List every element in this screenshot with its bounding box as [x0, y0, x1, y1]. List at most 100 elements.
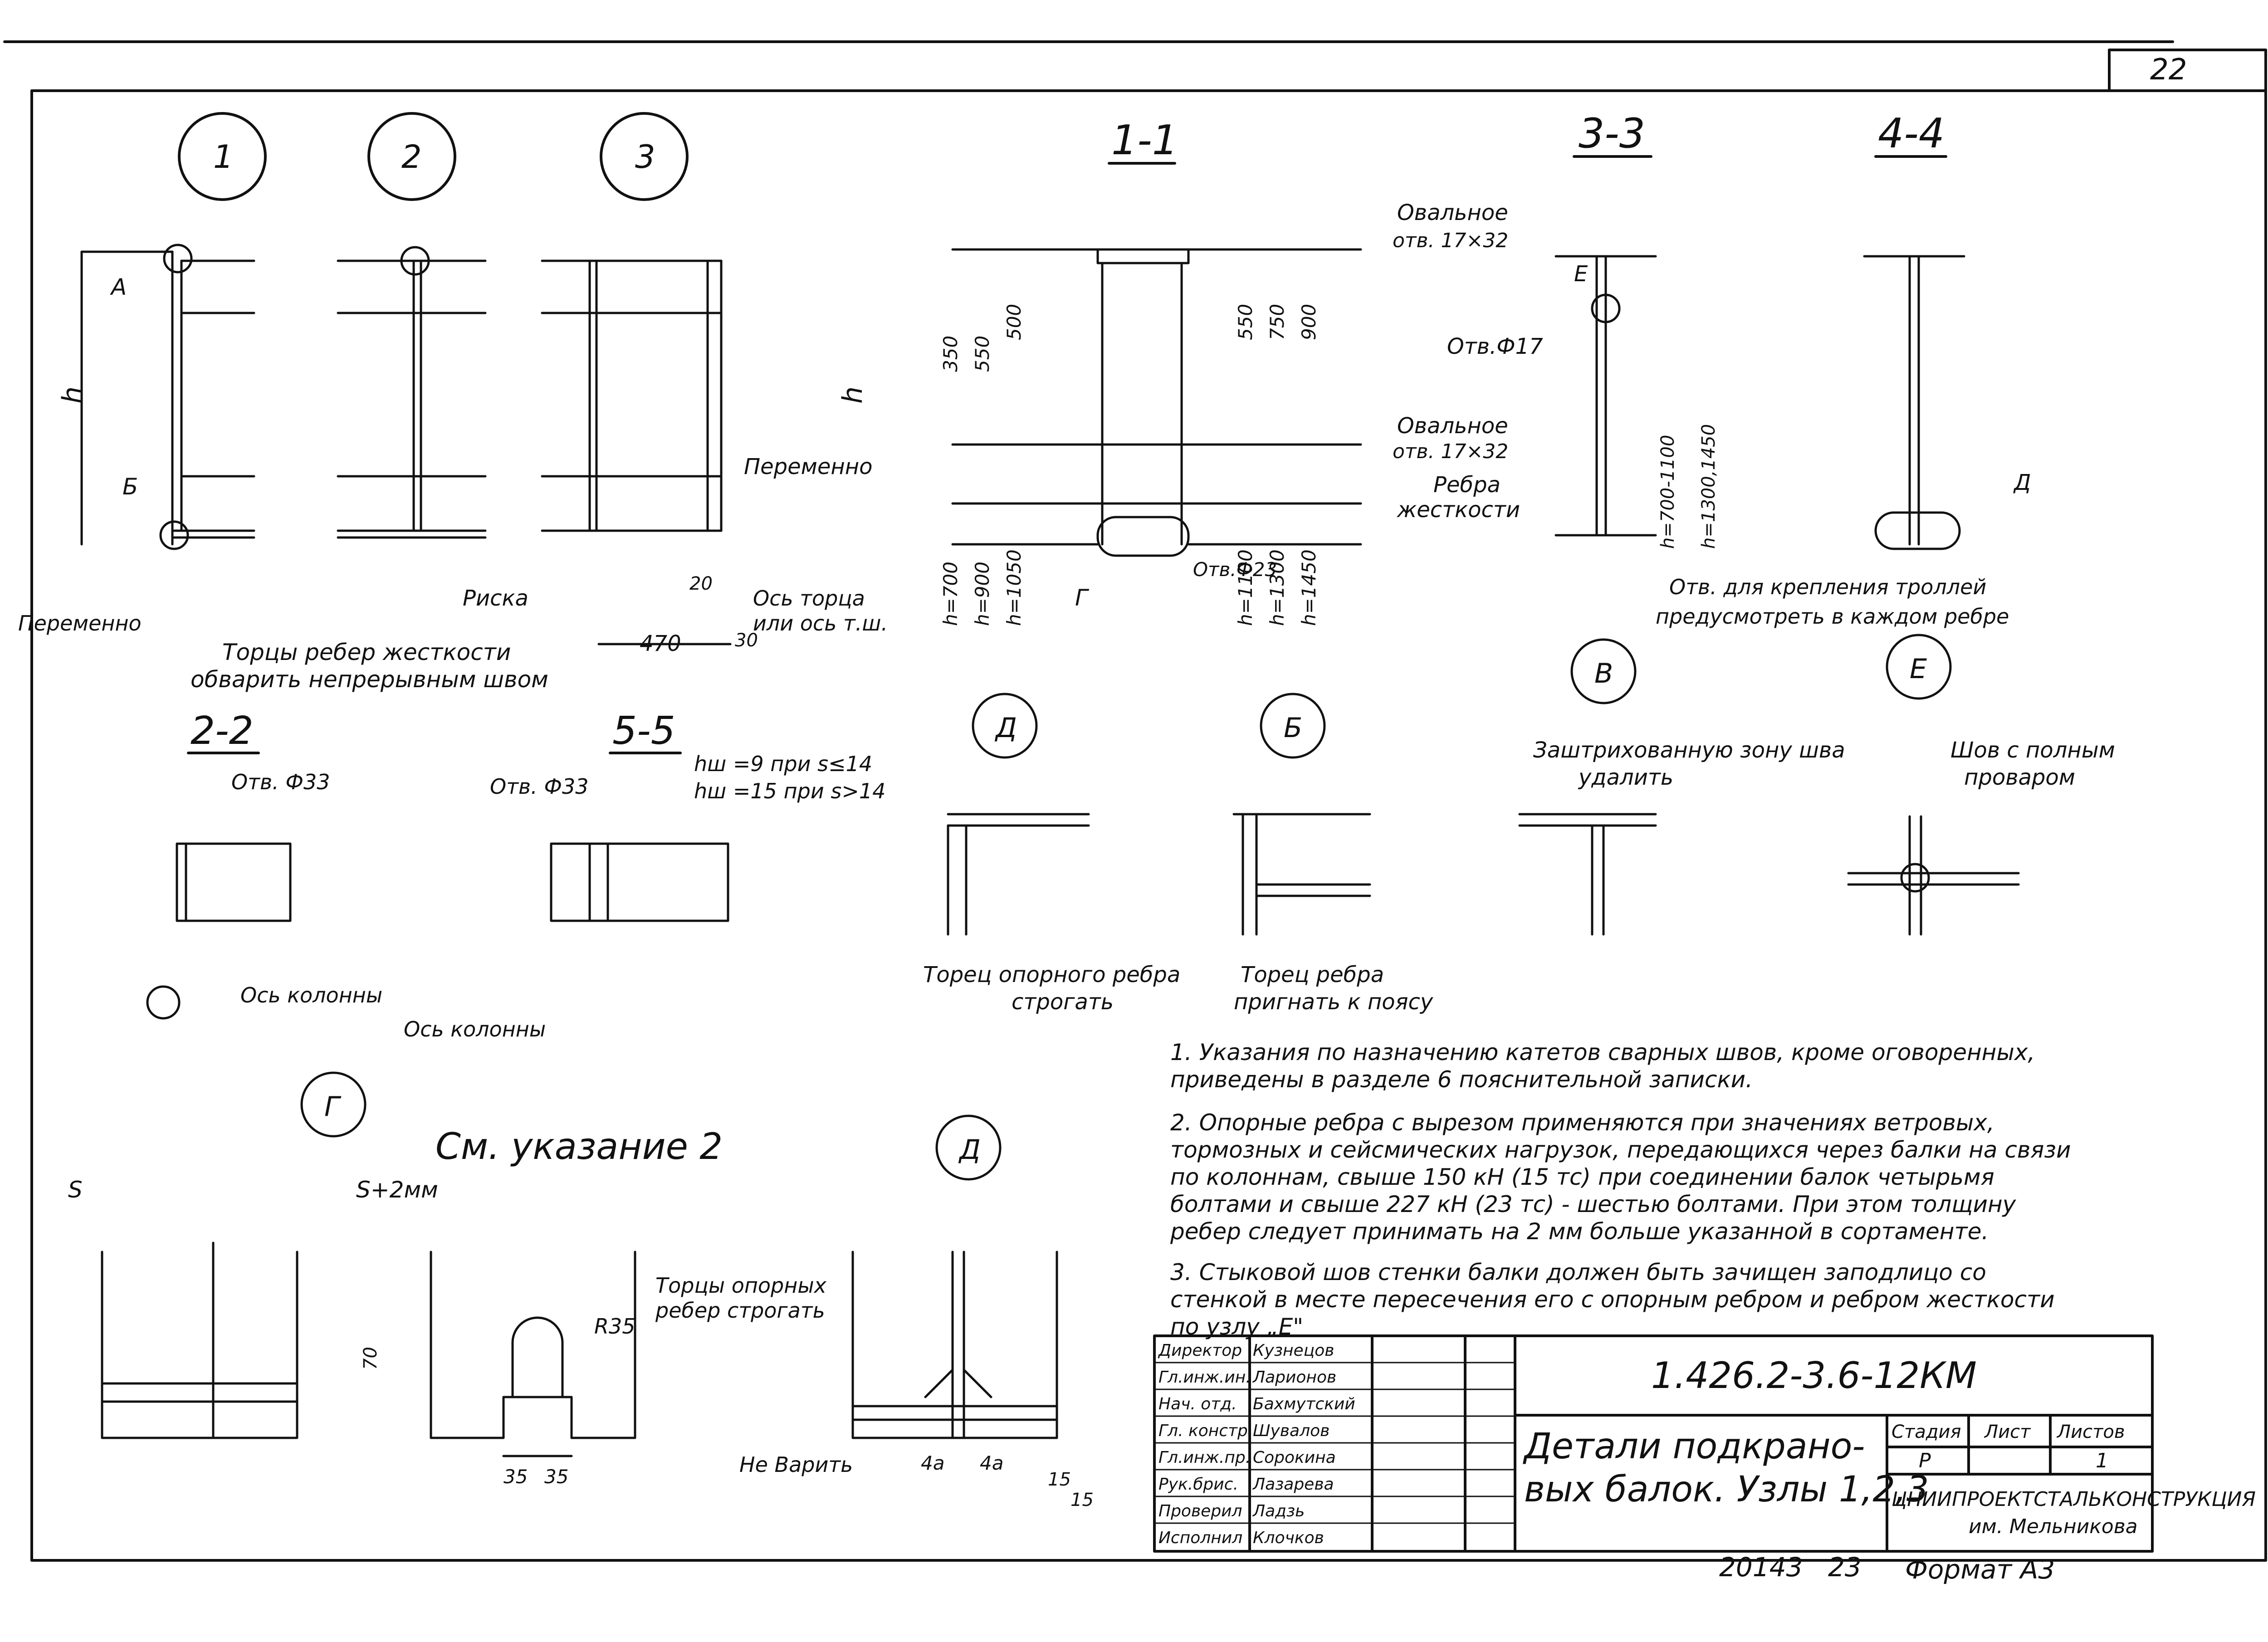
signature-name: Клочков — [1253, 1529, 1324, 1547]
node-3-drawing — [541, 259, 732, 645]
signature-name: Лазарева — [1253, 1475, 1334, 1494]
svg-text:Г: Г — [324, 1091, 342, 1123]
svg-text:3: 3 — [635, 138, 655, 176]
sheet-frame — [3, 40, 2267, 1562]
obvarit: обварить непрерывным швом — [191, 666, 548, 693]
dim-750: 750 — [1266, 304, 1288, 340]
note-1: 1. Указания по назначению катетов сварны… — [1170, 1039, 2035, 1093]
signature-name: Бахмутский — [1253, 1395, 1355, 1413]
page-number: 22 — [2150, 53, 2187, 87]
dim-550a: 550 — [971, 336, 993, 372]
signature-row: Гл.инж.ин.Ларионов — [1157, 1364, 1465, 1391]
signature-row: Нач. отд. Бахмутский — [1157, 1391, 1465, 1417]
dim-30: 30 — [735, 630, 758, 651]
predusmotret: предусмотреть в каждом ребре — [1656, 604, 2009, 629]
sheet-header: Лист — [1984, 1422, 2031, 1442]
sheets-total: 1 — [2096, 1449, 2108, 1472]
stage-value: Р — [1919, 1449, 1931, 1472]
signature-role: Нач. отд. — [1158, 1395, 1237, 1413]
svg-text:Д: Д — [958, 1134, 981, 1166]
footer-page: 23 — [1828, 1552, 1862, 1583]
dim-35a: 35 — [503, 1466, 528, 1488]
os-kolonny-22: Ось колонны — [240, 983, 382, 1007]
dim-900: 900 — [1298, 304, 1320, 340]
node-circle-2: 2 — [367, 112, 456, 201]
signature-role: Гл.инж.пр. — [1158, 1448, 1251, 1467]
svg-text:Е: Е — [1910, 653, 1927, 685]
footer-number: 20143 — [1719, 1552, 1803, 1583]
tortsy-opornykh: Торцы опорных — [655, 1273, 827, 1298]
section-1-1-title: 1-1 — [1111, 117, 1178, 164]
signature-name: Кузнецов — [1253, 1341, 1334, 1360]
dim-h1450: h=1450 — [1298, 549, 1320, 626]
node-circle-b: Б — [1260, 693, 1326, 759]
section-2-2-title: 2-2 — [191, 709, 254, 753]
node-circle-e: Е — [1886, 634, 1952, 700]
signature-name: Ларионов — [1253, 1368, 1337, 1387]
label-s2: S+2мм — [356, 1177, 438, 1203]
label-r35: R35 — [594, 1314, 635, 1339]
dim-35b: 35 — [544, 1466, 568, 1488]
node-2-drawing — [337, 246, 487, 539]
ovalnoe-2: Овальное — [1397, 413, 1508, 439]
otv33-55: Отв. Ф33 — [490, 774, 589, 799]
rebra: Ребра — [1433, 472, 1501, 498]
dim-h700-1100: h=700-1100 — [1657, 435, 1678, 549]
signature-role: Проверил — [1158, 1502, 1242, 1520]
node-1-label-b: Б — [122, 474, 138, 500]
strogat: строгать — [1012, 989, 1114, 1015]
signature-row: Гл.инж.пр.Сорокина — [1157, 1444, 1465, 1471]
tortsy-reber: Торцы ребер жесткости — [222, 639, 511, 665]
dim-4a-left: 4a — [921, 1452, 944, 1474]
drawing-title-line2: вых балок. Узлы 1,2,3 — [1524, 1469, 1929, 1510]
node-3-peremenno: Переменно — [744, 454, 873, 479]
otv17: Отв.Ф17 — [1447, 334, 1543, 359]
detail-b — [1232, 813, 1371, 936]
node-circle-d-bottom: Д — [935, 1114, 1002, 1181]
dim-h1100: h=1100 — [1234, 549, 1256, 626]
svg-text:Д: Д — [994, 712, 1017, 744]
svg-text:2: 2 — [401, 138, 422, 176]
plate-s — [101, 1241, 298, 1439]
signature-role: Гл. констр. — [1158, 1422, 1253, 1440]
node-1-peremenno: Переменно — [18, 611, 142, 635]
dim-20: 20 — [689, 573, 713, 594]
hw-rule-2: hш =15 при s>14 — [694, 779, 885, 803]
node-1-label-a: А — [110, 274, 127, 300]
otv-trollei: Отв. для крепления троллей — [1669, 575, 1986, 599]
signature-name: Сорокина — [1253, 1448, 1336, 1467]
label-d-44: Д — [2013, 470, 2031, 495]
detail-e — [1847, 815, 2020, 936]
reber-strogat: ребер строгать — [655, 1298, 825, 1323]
udalit: удалить — [1578, 765, 1673, 790]
node-riska: Риска — [463, 586, 528, 611]
zashtrikh: Заштрихованную зону шва — [1533, 738, 1845, 763]
drawing-title-line1: Детали подкрано- — [1523, 1426, 1865, 1467]
signature-name: Шувалов — [1253, 1422, 1330, 1440]
dim-350: 350 — [939, 336, 962, 372]
torets-opornogo: Торец опорного ребра — [923, 962, 1180, 987]
svg-text:Б: Б — [1284, 712, 1302, 744]
node-circle-1: 1 — [178, 112, 267, 201]
ovalnoe-1: Овальное — [1397, 200, 1508, 225]
svg-text:В: В — [1594, 658, 1613, 689]
section-1-1-drawing — [951, 248, 1362, 557]
plate-d-bottom — [851, 1251, 1058, 1439]
organization: ЦНИИПРОЕКТСТАЛЬКОНСТРУКЦИЯ — [1892, 1488, 2256, 1511]
proplavom: проваром — [1964, 765, 2075, 790]
os-kolonny-55: Ось колонны — [404, 1017, 546, 1041]
dim-550b: 550 — [1234, 304, 1256, 340]
hw-rule-1: hш =9 при s≤14 — [694, 752, 872, 776]
otv33-22: Отв. Ф33 — [231, 770, 330, 794]
footer-format: Формат А3 — [1905, 1554, 2055, 1585]
dim-470: 470 — [640, 631, 681, 656]
otv1732-1: отв. 17×32 — [1393, 229, 1508, 252]
sheets-header: Листов — [2056, 1422, 2125, 1442]
plate-s2-cutout — [430, 1251, 636, 1457]
shov-polnym: Шов с полным — [1950, 738, 2115, 763]
dim-h1050: h=1050 — [1003, 549, 1025, 626]
dim-h1300: h=1300 — [1266, 549, 1288, 626]
label-e: Е — [1574, 261, 1588, 287]
